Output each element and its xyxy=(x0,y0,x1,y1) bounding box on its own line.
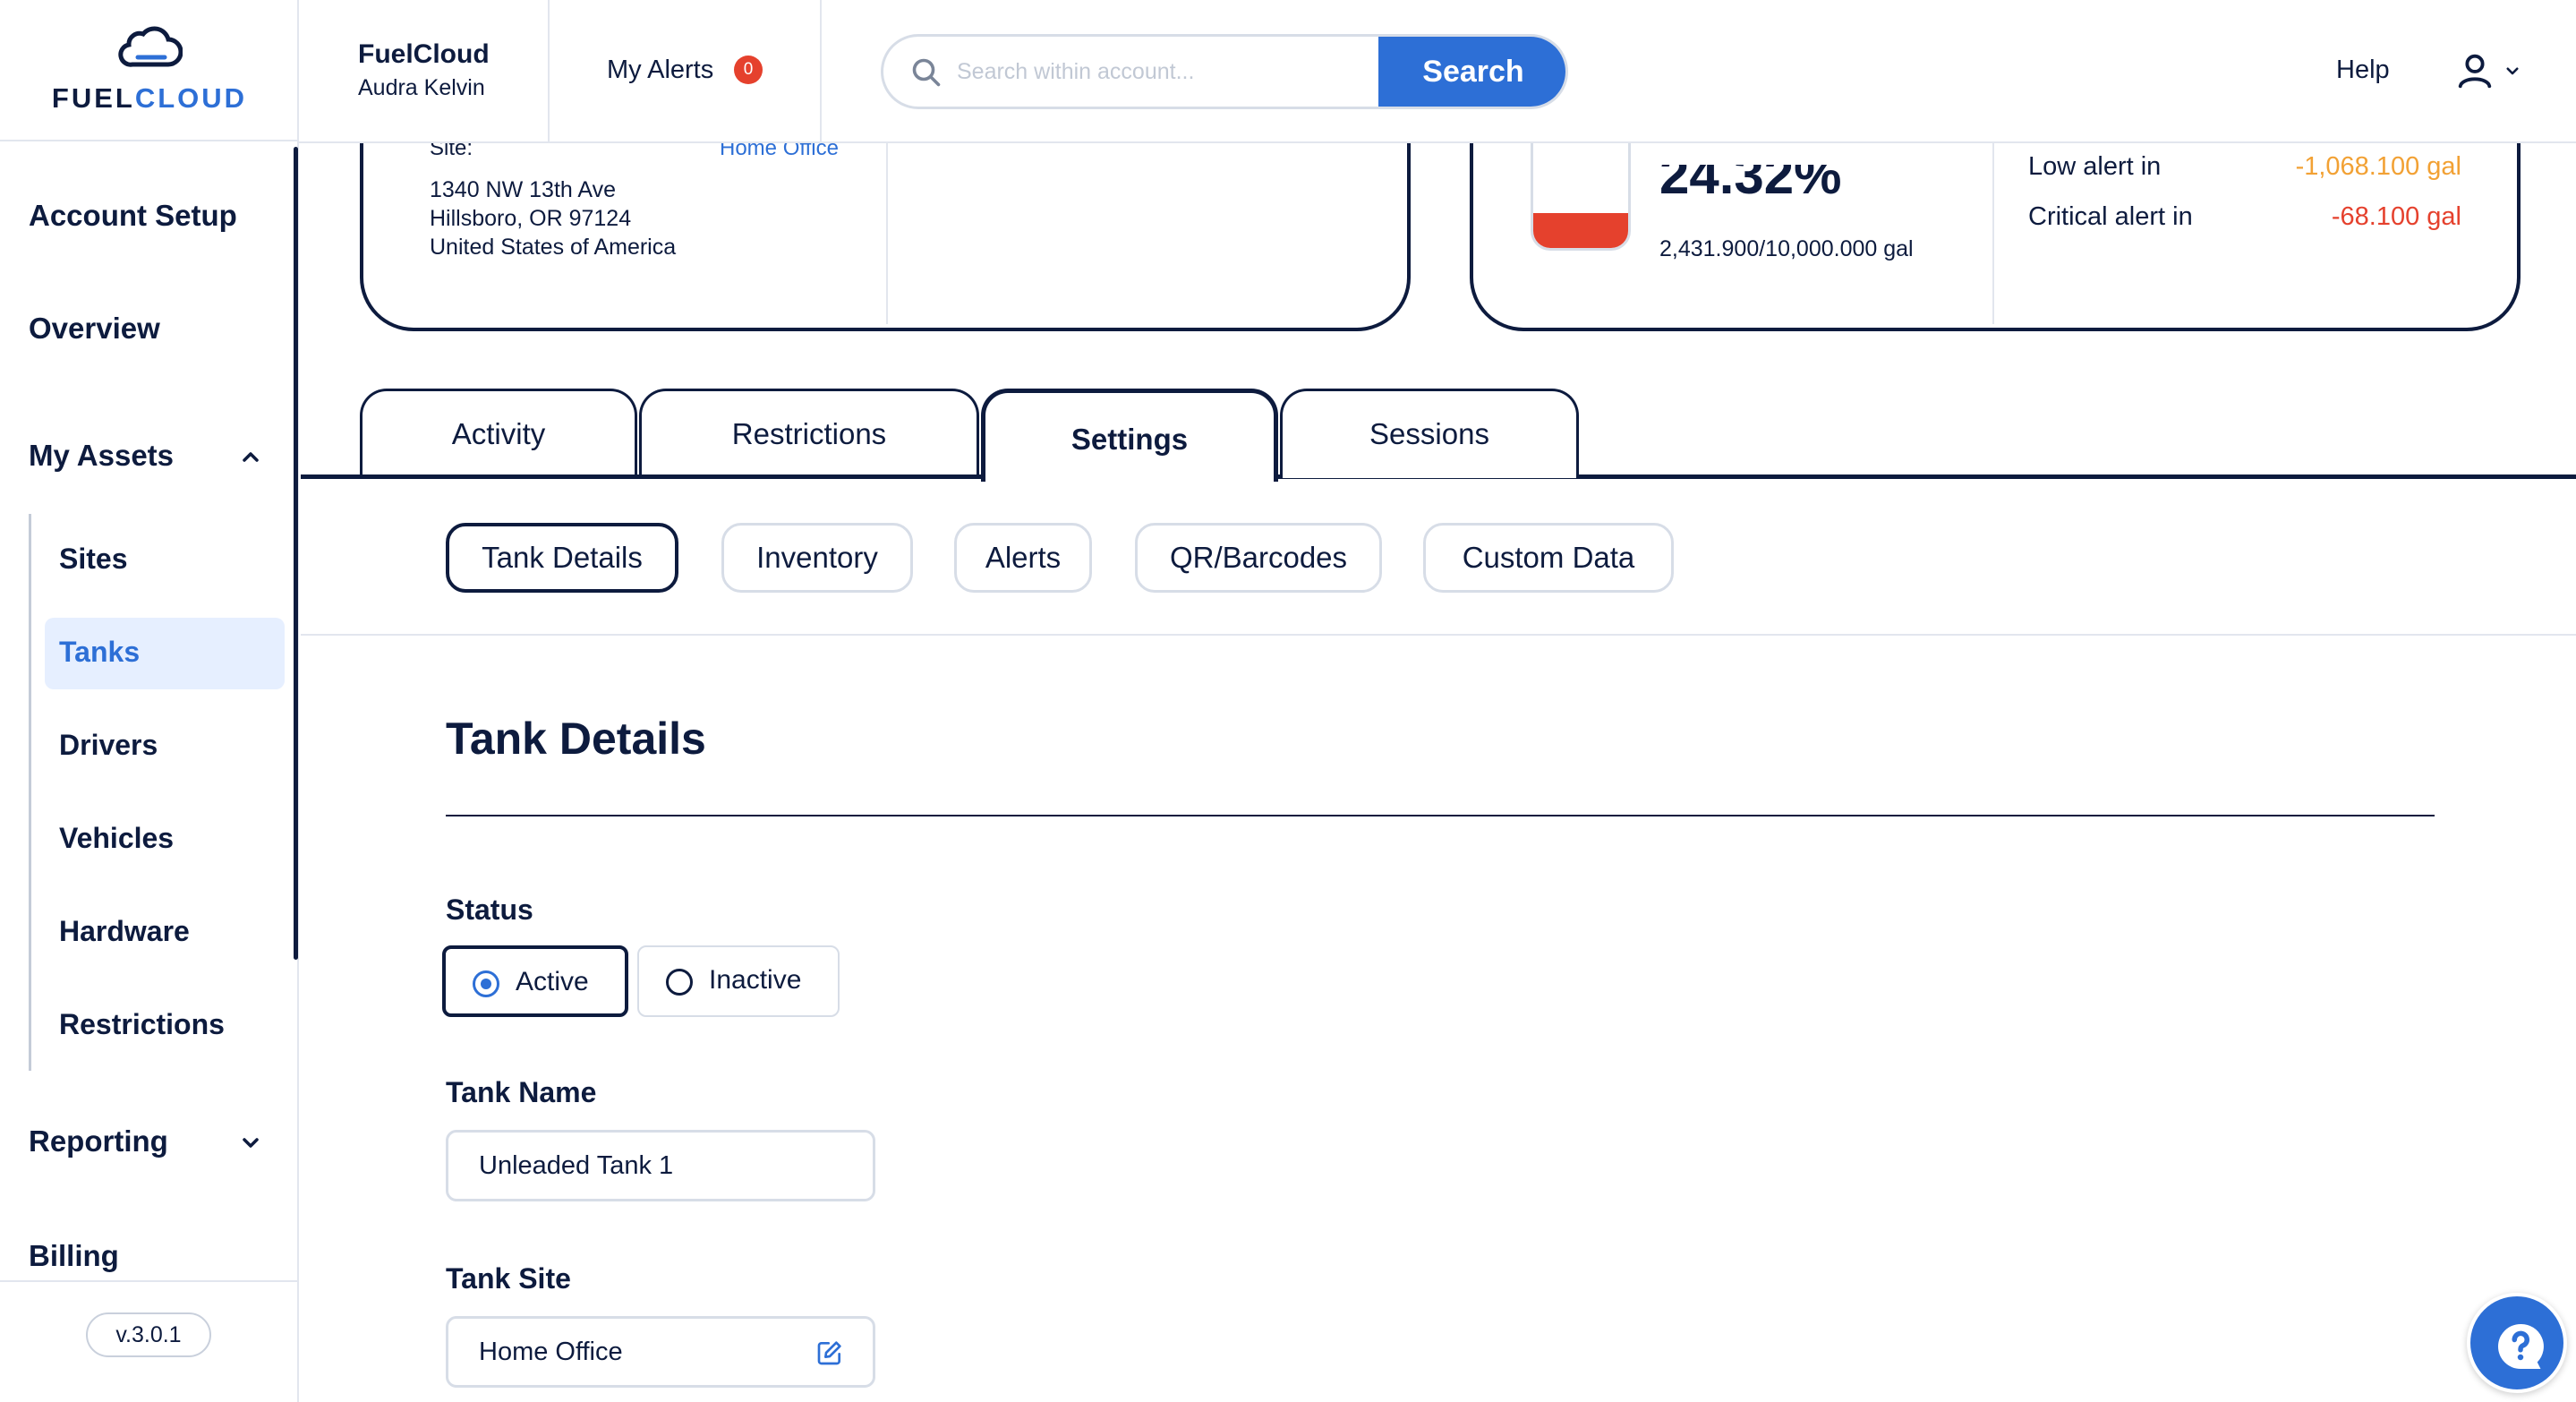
sidebar-scrollbar[interactable] xyxy=(294,147,298,960)
subtab-inventory[interactable]: Inventory xyxy=(721,523,913,593)
sidebar: FUELCLOUD Account Setup Overview My Asse… xyxy=(0,0,299,1402)
tank-name-label: Tank Name xyxy=(446,1076,597,1108)
sidebar-item-drivers[interactable]: Drivers xyxy=(59,729,158,761)
address-line-2: Hillsboro, OR 97124 xyxy=(430,206,632,231)
account-name: FuelCloud xyxy=(358,39,490,69)
card-divider xyxy=(1992,140,1994,324)
help-link[interactable]: Help xyxy=(2336,56,2390,84)
my-alerts-label: My Alerts xyxy=(607,56,714,84)
logo-fuel: FUEL xyxy=(51,82,135,114)
status-active-radio[interactable]: Active xyxy=(442,945,628,1017)
tab-activity[interactable]: Activity xyxy=(360,389,637,478)
tank-level-fill xyxy=(1533,213,1628,248)
chevron-down-icon xyxy=(2506,67,2519,75)
logo-wordmark: FUELCLOUD xyxy=(0,82,299,115)
version-badge: v.3.0.1 xyxy=(86,1312,211,1357)
user-menu[interactable] xyxy=(2454,50,2526,91)
tab-sessions[interactable]: Sessions xyxy=(1280,389,1579,478)
subtab-qr-barcodes[interactable]: QR/Barcodes xyxy=(1135,523,1382,593)
status-inactive-label: Inactive xyxy=(709,965,802,995)
user-icon xyxy=(2458,54,2492,89)
version-divider xyxy=(0,1280,299,1282)
subtab-alerts[interactable]: Alerts xyxy=(954,523,1092,593)
edit-icon[interactable] xyxy=(815,1338,844,1367)
search-button[interactable]: Search xyxy=(1378,37,1565,107)
sidebar-item-overview[interactable]: Overview xyxy=(29,312,160,345)
sidebar-item-hardware[interactable]: Hardware xyxy=(59,915,190,947)
status-active-label: Active xyxy=(516,967,589,996)
radio-unselected-icon xyxy=(666,969,693,996)
radio-selected-icon xyxy=(473,970,499,997)
help-chat-icon xyxy=(2498,1323,2544,1369)
low-alert-label: Low alert in xyxy=(2028,152,2162,181)
submenu-rail xyxy=(29,514,31,1071)
critical-alert-label: Critical alert in xyxy=(2028,202,2193,231)
sidebar-item-my-assets[interactable]: My Assets xyxy=(29,439,175,472)
sidebar-item-restrictions[interactable]: Restrictions xyxy=(59,1008,225,1040)
search-input[interactable] xyxy=(957,51,1369,92)
sidebar-item-reporting[interactable]: Reporting xyxy=(29,1124,168,1158)
fill-percent: 24.32% xyxy=(1659,165,1842,205)
tab-restrictions[interactable]: Restrictions xyxy=(639,389,979,478)
section-title: Tank Details xyxy=(446,714,706,764)
section-divider xyxy=(446,815,2435,816)
tank-site-value: Home Office xyxy=(479,1338,623,1366)
address-line-1: 1340 NW 13th Ave xyxy=(430,177,617,202)
cloud-logo-icon xyxy=(118,26,183,67)
volume-text: 2,431.900/10,000.000 gal xyxy=(1659,236,1914,261)
top-header: FuelCloud Audra Kelvin My Alerts 0 Searc… xyxy=(299,0,2576,143)
account-user: Audra Kelvin xyxy=(358,75,485,100)
low-alert-value: -1,068.100 gal xyxy=(2295,152,2461,181)
alerts-count-badge: 0 xyxy=(734,56,763,84)
status-inactive-radio[interactable]: Inactive xyxy=(637,945,840,1017)
active-item-highlight xyxy=(45,618,285,689)
account-switcher[interactable]: FuelCloud Audra Kelvin xyxy=(299,0,550,141)
sidebar-item-account-setup[interactable]: Account Setup xyxy=(29,199,237,232)
sidebar-item-billing[interactable]: Billing xyxy=(29,1239,119,1272)
critical-alert-value: -68.100 gal xyxy=(2331,202,2461,231)
chevron-up-icon[interactable] xyxy=(240,446,261,467)
card-divider xyxy=(886,140,888,324)
status-label: Status xyxy=(446,893,533,926)
fuelcloud-logo[interactable]: FUELCLOUD xyxy=(0,0,299,141)
sidebar-item-tanks[interactable]: Tanks xyxy=(59,636,141,668)
address-line-3: United States of America xyxy=(430,235,677,260)
tank-level-gauge xyxy=(1531,143,1631,251)
chevron-down-icon[interactable] xyxy=(240,1132,261,1153)
search-icon xyxy=(912,58,941,87)
tank-name-input[interactable]: Unleaded Tank 1 xyxy=(446,1130,875,1201)
sidebar-item-vehicles[interactable]: Vehicles xyxy=(59,822,175,854)
search-bar: Search xyxy=(881,34,1568,109)
subtab-tank-details[interactable]: Tank Details xyxy=(446,523,678,593)
my-alerts-button[interactable]: My Alerts 0 xyxy=(550,0,822,141)
logo-cloud: CLOUD xyxy=(134,82,248,114)
help-chat-button[interactable] xyxy=(2467,1293,2567,1393)
subtabs-divider xyxy=(301,634,2576,636)
subtab-custom-data[interactable]: Custom Data xyxy=(1423,523,1674,593)
tank-site-label: Tank Site xyxy=(446,1262,571,1295)
tab-settings[interactable]: Settings xyxy=(981,389,1278,482)
sidebar-item-sites[interactable]: Sites xyxy=(59,543,128,575)
tank-site-field[interactable]: Home Office xyxy=(446,1316,875,1388)
